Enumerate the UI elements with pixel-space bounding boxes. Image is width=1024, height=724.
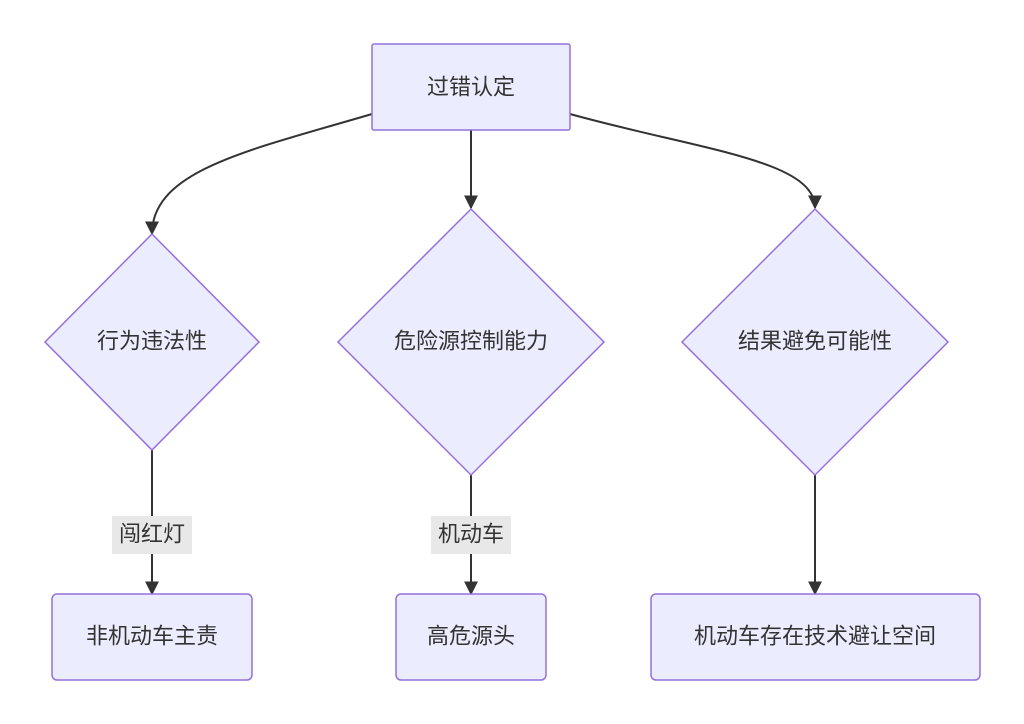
outcome-high-risk-source: 高危源头 [395, 593, 547, 681]
outcome-technical-avoidance-space: 机动车存在技术避让空间 [650, 593, 981, 681]
root-node-label: 过错认定 [427, 76, 515, 101]
outcome-non-motor-main-liability-label: 非机动车主责 [86, 625, 218, 650]
edge-root-to-avoidance [569, 113, 822, 210]
edge-label-red-light: 闯红灯 [112, 516, 192, 554]
edge-label-motor-vehicle-text: 机动车 [438, 523, 504, 548]
criterion-hazard-control: 危险源控制能力 [336, 207, 606, 477]
criterion-hazard-control-label: 危险源控制能力 [394, 330, 548, 355]
root-node: 过错认定 [371, 43, 571, 131]
criterion-avoidance-possibility-label: 结果避免可能性 [738, 330, 892, 355]
criterion-behavior-illegality: 行为违法性 [43, 232, 261, 452]
edge-label-red-light-text: 闯红灯 [119, 523, 185, 548]
criterion-behavior-illegality-label: 行为违法性 [97, 330, 207, 355]
edge-label-motor-vehicle: 机动车 [431, 516, 511, 554]
outcome-non-motor-main-liability: 非机动车主责 [51, 593, 253, 681]
outcome-technical-avoidance-space-label: 机动车存在技术避让空间 [694, 625, 936, 650]
edge-root-to-behavior [145, 113, 373, 236]
outcome-high-risk-source-label: 高危源头 [427, 625, 515, 650]
criterion-avoidance-possibility: 结果避免可能性 [680, 207, 950, 477]
